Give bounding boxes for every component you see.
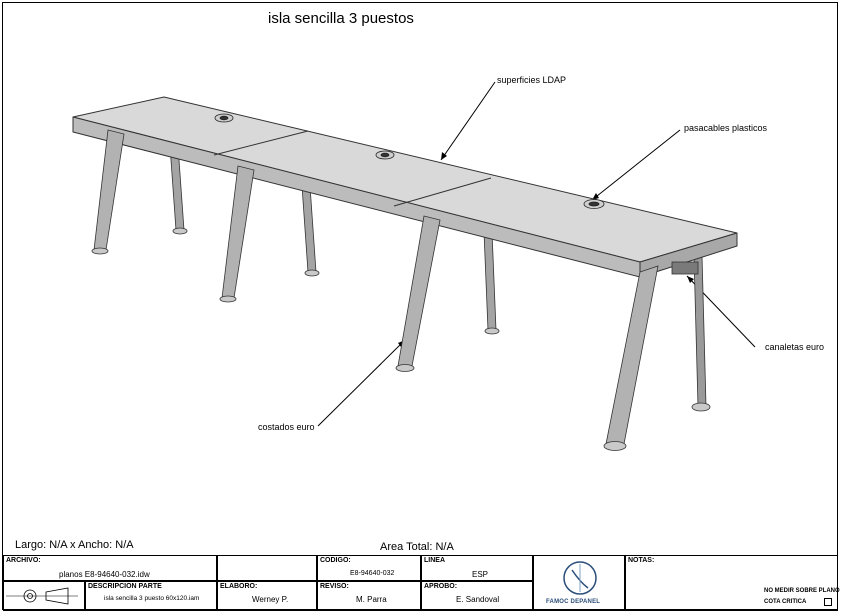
dimensions-text: Largo: N/A x Ancho: N/A [15,539,134,551]
title-block: ARCHIVO: planos E8-94640-032.idw DESCRIP… [3,555,840,611]
note-no-medir: NO MEDIR SOBRE PLANO [764,588,840,594]
callout-costados: costados euro [258,422,315,432]
callout-superficies: superficies LDAP [497,75,567,85]
aprobo-value: E. Sandoval [456,595,500,604]
area-total-text: Area Total: N/A [380,541,454,553]
projection-symbol-cell [3,581,85,611]
linea-label: LINEA [424,557,445,564]
reviso-label: REVISO: [320,583,349,590]
cable-channel [671,261,699,275]
back-legs [169,145,711,412]
elaboro-cell: ELABORO: Werney P. [217,581,317,611]
codigo-label: CODIGO: [320,557,351,564]
logo-text: FAMOC DEPANEL [546,599,601,605]
company-logo-cell: FAMOC DEPANEL [533,555,625,611]
drawing-title: isla sencilla 3 puestos [268,10,414,27]
note-cota-critica: COTA CRITICA [764,599,807,605]
callout-canaletas: canaletas euro [765,342,825,352]
company-logo-icon [563,561,597,595]
archivo-value: planos E8-94640-032.idw [59,570,150,579]
archivo-label: ARCHIVO: [6,557,41,564]
aprobo-cell: APROBO: E. Sandoval [421,581,533,611]
linea-cell: LINEA ESP [421,555,533,581]
reviso-value: M. Parra [356,595,387,604]
codigo-cell: CODIGO: E8-94640-032 [317,555,421,581]
cable-grommets [214,113,605,209]
descripcion-value: isla sencilla 3 puesto 60x120.iam [104,595,200,602]
elaboro-label: ELABORO: [220,583,258,590]
elaboro-value: Werney P. [252,595,289,604]
aprobo-label: APROBO: [424,583,458,590]
linea-value: ESP [472,570,489,579]
codigo-value: E8-94640-032 [350,570,395,577]
front-legs [91,129,659,451]
projection-symbol-icon [6,587,78,605]
notas-label: NOTAS: [628,557,655,564]
notas-cell: NOTAS: NO MEDIR SOBRE PLANO COTA CRITICA [625,555,840,611]
empty-cell-top [217,555,317,581]
reviso-cell: REVISO: M. Parra [317,581,421,611]
callout-pasacables: pasacables plasticos [684,123,768,133]
descripcion-cell: DESCRIPCION PARTE isla sencilla 3 puesto… [85,581,217,611]
archivo-cell: ARCHIVO: planos E8-94640-032.idw [3,555,217,581]
descripcion-label: DESCRIPCION PARTE [88,583,162,590]
critical-dimension-symbol-icon [824,598,832,606]
